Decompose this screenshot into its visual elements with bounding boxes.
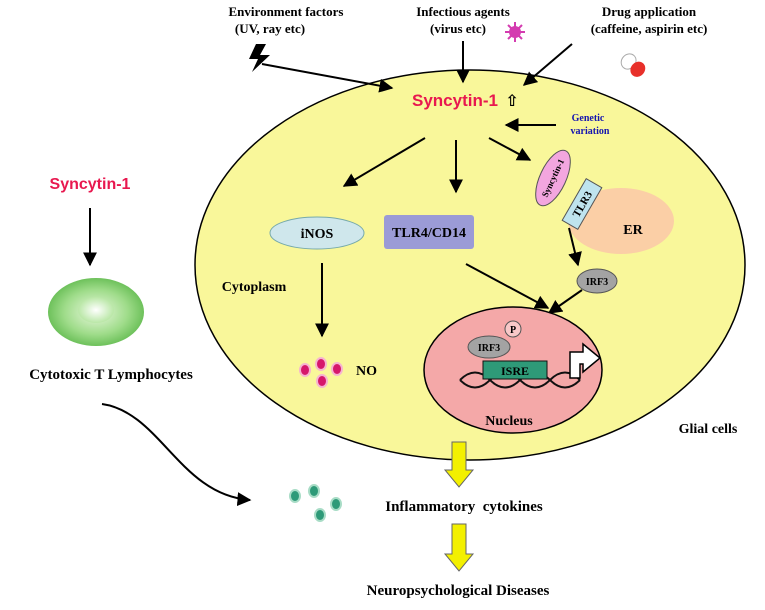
ctl-cell-icon	[48, 278, 144, 346]
left-syncytin-label: Syncytin-1	[50, 176, 131, 193]
upregulation-arrow-icon: ⇧	[505, 93, 518, 110]
isre-label: ISRE	[501, 364, 529, 378]
er-label: ER	[623, 223, 643, 238]
drug-application-examples: (caffeine, aspirin etc)	[591, 21, 708, 36]
inos-node	[269, 216, 365, 250]
drug-arrow	[522, 43, 573, 86]
transcription-arrow-icon	[569, 342, 602, 379]
infectious-agents-examples: (virus etc)	[430, 21, 486, 36]
phosphate-marker	[504, 320, 522, 338]
syncytin-to-inos-arrow	[342, 137, 426, 187]
no-molecules	[299, 357, 343, 388]
ctl-label: Cytotoxic T Lymphocytes	[29, 367, 193, 383]
dna-helix	[459, 371, 581, 389]
irf3-label: IRF3	[586, 277, 608, 288]
genetic-variation-label: Genetic	[572, 113, 605, 124]
tlr4-cd14-label: TLR4/CD14	[392, 226, 466, 241]
er-organelle	[568, 188, 674, 254]
irf3-nuclear	[467, 335, 511, 359]
cytokine-molecules	[289, 484, 342, 522]
neuropsychological-diseases-label: Neuropsychological Diseases	[367, 583, 550, 599]
genetic-variation-label-2: variation	[571, 126, 610, 137]
glial-cells-label: Glial cells	[679, 422, 738, 437]
virus-icon	[505, 22, 525, 42]
nucleus-to-cytokines-arrow	[443, 441, 475, 488]
environment-factors-label: Environment factors	[229, 4, 344, 19]
inos-label: iNOS	[301, 227, 334, 242]
glial-cell-body	[194, 69, 746, 461]
cytoplasm-label: Cytoplasm	[222, 280, 287, 295]
infectious-agents-label: Infectious agents	[416, 4, 510, 19]
syncytin-to-er-arrow	[488, 137, 532, 161]
drug-application-label: Drug application	[602, 4, 697, 19]
tlr3-to-irf3-arrow	[568, 227, 582, 267]
no-label: NO	[356, 364, 377, 379]
tlr4-to-nucleus-arrow	[465, 263, 550, 309]
environment-factors-examples: (UV, ray etc)	[235, 21, 305, 36]
irf3-nuclear-label: IRF3	[478, 343, 500, 354]
isre-element	[482, 360, 548, 380]
lightning-icon	[249, 44, 270, 72]
inflammatory-cytokines-label: Inflammatory cytokines	[385, 499, 543, 515]
phosphate-label: P	[510, 325, 516, 336]
irf3-node	[576, 268, 618, 294]
syncytin-label: Syncytin-1	[412, 91, 498, 110]
cytokines-to-diseases-arrow	[443, 523, 475, 572]
tlr4-cd14-node	[384, 215, 474, 249]
irf3-to-nucleus-arrow	[547, 289, 583, 314]
environment-arrow	[261, 63, 394, 93]
ctl-to-cytokines-arrow	[101, 403, 252, 507]
pill-icon	[620, 53, 646, 77]
nucleus-label: Nucleus	[485, 414, 533, 429]
